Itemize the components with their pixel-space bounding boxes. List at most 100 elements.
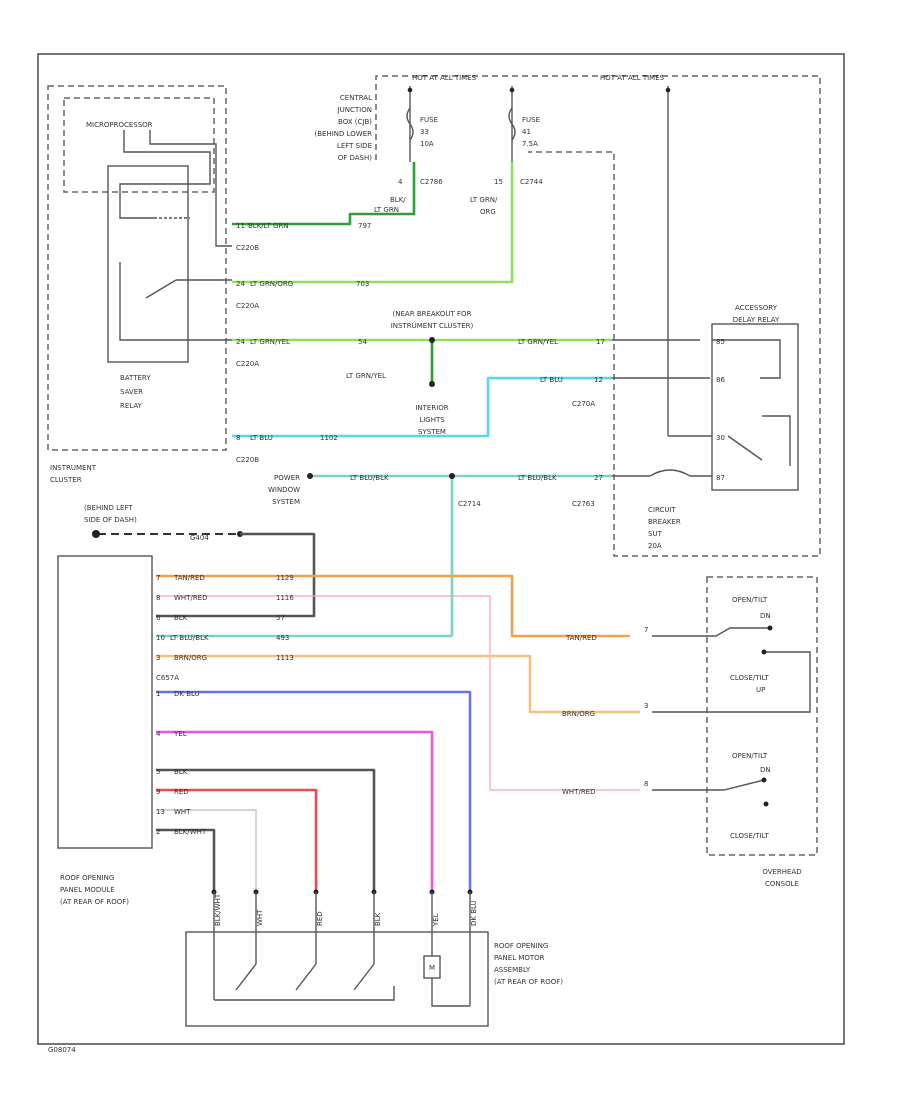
power-window-label: POWER WINDOW SYSTEM	[268, 474, 300, 506]
svg-text:(NEAR BREAKOUT FOR: (NEAR BREAKOUT FOR	[393, 310, 472, 318]
wire-1-color: BLK/LT GRN	[248, 222, 289, 230]
roof-motor-box	[185, 931, 489, 1027]
svg-text:1: 1	[156, 690, 160, 698]
svg-text:POWER: POWER	[274, 474, 300, 482]
c220b-label-1: C220B	[236, 244, 259, 252]
svg-text:10A: 10A	[420, 140, 434, 148]
wire-4r-color: LT BLU	[540, 376, 563, 384]
svg-text:BRN/ORG: BRN/ORG	[562, 710, 595, 718]
svg-text:(BEHIND LOWER: (BEHIND LOWER	[314, 130, 372, 138]
cjb-pin-right: 15	[494, 178, 503, 186]
svg-text:57: 57	[276, 614, 285, 622]
svg-text:PANEL MODULE: PANEL MODULE	[60, 886, 115, 894]
roof-module-box	[57, 555, 153, 849]
relay-switch-contact	[119, 196, 154, 219]
svg-text:DK BLU: DK BLU	[174, 690, 200, 698]
wire-cjb-right-color2: ORG	[480, 208, 496, 216]
svg-text:9: 9	[156, 788, 160, 796]
svg-text:10: 10	[156, 634, 165, 642]
c2763-label: C2763	[572, 500, 595, 508]
fuse-33-label: FUSE 33 10A	[420, 116, 438, 148]
svg-text:WHT: WHT	[256, 909, 264, 926]
battery-saver-relay-label: BATTERY SAVER RELAY	[120, 374, 151, 410]
svg-text:5: 5	[156, 768, 160, 776]
wire-2-ckt: 703	[356, 280, 369, 288]
svg-text:SIDE OF DASH): SIDE OF DASH)	[84, 516, 137, 524]
relay-contact-blade	[145, 279, 177, 299]
wire-dk-blu	[156, 690, 472, 892]
svg-text:7: 7	[644, 626, 648, 634]
wire-4-color: LT BLU	[250, 434, 273, 442]
svg-text:ROOF OPENING: ROOF OPENING	[60, 874, 114, 882]
module-pin-labels: 7 TAN/RED 1129 8 WHT/RED 1116 6 BLK 57 1…	[156, 574, 294, 836]
svg-text:PANEL MOTOR: PANEL MOTOR	[494, 954, 545, 962]
svg-text:(BEHIND LEFT: (BEHIND LEFT	[84, 504, 133, 512]
battery-saver-relay-box	[107, 165, 189, 363]
wire-cjb-left-color: BLK/	[390, 196, 406, 204]
cjb-label: CENTRAL JUNCTION BOX (CJB) (BEHIND LOWER…	[314, 94, 372, 162]
microprocessor-lead-2	[149, 130, 232, 247]
svg-text:DELAY RELAY: DELAY RELAY	[733, 316, 780, 324]
svg-text:BLK: BLK	[174, 768, 188, 776]
motor-connector-pins	[211, 889, 473, 895]
svg-text:SYSTEM: SYSTEM	[418, 428, 446, 436]
svg-text:493: 493	[276, 634, 289, 642]
close-tilt-up-label: CLOSE/TILT UP	[730, 674, 770, 694]
hot-at-all-times-label: HOT AT ALL TIMES	[412, 74, 477, 82]
relay-pin-86: 86	[716, 376, 725, 384]
c2744-label: C2744	[520, 178, 543, 186]
oc-wire-1	[652, 627, 770, 637]
svg-text:SUT: SUT	[648, 530, 663, 538]
c2714-label: C2714	[458, 500, 481, 508]
cjb-pin-left: 4	[398, 178, 403, 186]
motor-m-label: M	[429, 964, 435, 972]
cjb-box	[375, 75, 821, 557]
svg-text:INTERIOR: INTERIOR	[415, 404, 448, 412]
g404-label: G404	[190, 534, 209, 542]
svg-text:DK BLU: DK BLU	[470, 900, 478, 926]
overhead-console-label: OVERHEAD CONSOLE	[762, 868, 801, 888]
svg-text:8: 8	[156, 594, 160, 602]
circuit-breaker-symbol	[649, 469, 691, 477]
wire-4r-pin: 12	[594, 376, 603, 384]
microprocessor-label: MICROPROCESSOR	[86, 121, 153, 129]
c2786-label: C2786	[420, 178, 443, 186]
svg-text:33: 33	[420, 128, 429, 136]
wire-blk-ltgrn	[232, 162, 416, 226]
overhead-console-box	[706, 576, 818, 856]
svg-text:7: 7	[156, 574, 160, 582]
svg-text:RELAY: RELAY	[120, 402, 143, 410]
svg-text:BATTERY: BATTERY	[120, 374, 151, 382]
wire-5r-pin: 27	[594, 474, 603, 482]
footer-code: G08074	[48, 1046, 76, 1054]
instrument-cluster-box	[47, 85, 227, 451]
svg-text:C657A: C657A	[156, 674, 179, 682]
svg-text:ACCESSORY: ACCESSORY	[735, 304, 778, 312]
relay-pin-30: 30	[716, 434, 725, 442]
svg-text:YEL: YEL	[432, 913, 440, 927]
wire-2-pin: 24	[236, 280, 245, 288]
behind-left-dash-label: (BEHIND LEFT SIDE OF DASH)	[84, 504, 137, 524]
svg-text:FUSE: FUSE	[420, 116, 438, 124]
wire-4-pin: 8	[236, 434, 240, 442]
svg-text:7.5A: 7.5A	[522, 140, 538, 148]
svg-text:UP: UP	[756, 686, 765, 694]
svg-text:1116: 1116	[276, 594, 294, 602]
wire-blk-wht-motor	[156, 828, 216, 892]
svg-text:INSTRUMENT: INSTRUMENT	[50, 464, 97, 472]
relay-pin-85: 85	[716, 338, 725, 346]
overhead-wire-labels: TAN/RED 7 BRN/ORG 3 WHT/RED 8	[562, 626, 648, 796]
open-tilt-1-dn: DN	[760, 612, 771, 620]
accessory-delay-relay-box	[711, 323, 799, 491]
svg-text:(AT REAR OF ROOF): (AT REAR OF ROOF)	[60, 898, 129, 906]
wire-ltblu	[232, 376, 612, 438]
interior-lights-label: INTERIOR LIGHTS SYSTEM	[415, 404, 448, 436]
hot-at-all-times-label-2: HOT AT ALL TIMES	[600, 74, 665, 82]
wire-5l-color: LT BLU/BLK	[350, 474, 389, 482]
svg-text:BLK/WHT: BLK/WHT	[174, 828, 207, 836]
wire-3r-color: LT GRN/YEL	[518, 338, 558, 346]
wire-wht-motor	[156, 809, 257, 892]
motor-switches	[213, 932, 471, 1007]
wire-3-ckt: 54	[358, 338, 367, 346]
svg-text:CLUSTER: CLUSTER	[50, 476, 82, 484]
